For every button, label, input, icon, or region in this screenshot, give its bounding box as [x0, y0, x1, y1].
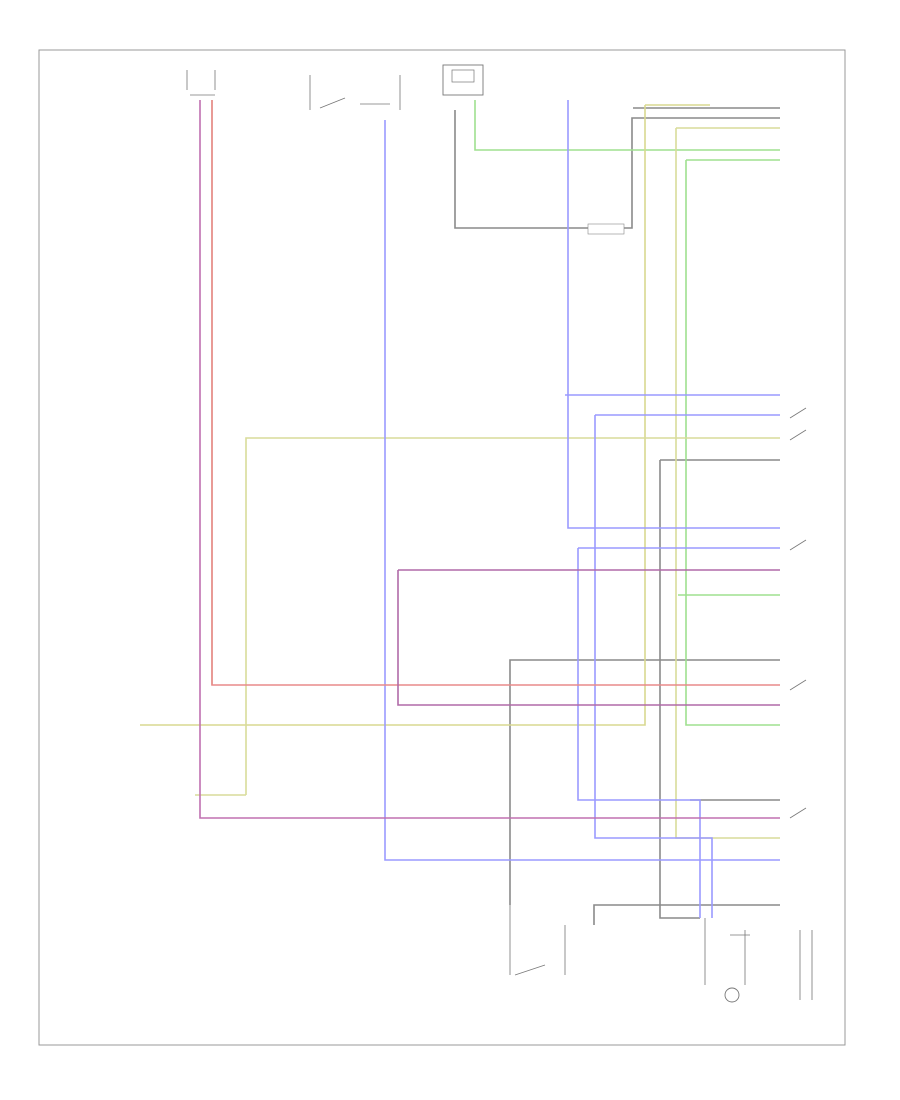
inline-fuse — [587, 223, 625, 235]
top-relay — [442, 64, 484, 96]
green-wires — [474, 100, 780, 726]
gray-wires — [454, 107, 780, 925]
blue-wires — [384, 100, 780, 918]
ignition-switch — [309, 75, 401, 110]
red-wires — [199, 100, 780, 819]
switch-symbols — [730, 407, 807, 936]
bottom-sensor-right — [799, 930, 813, 1000]
bottom-switch-left — [509, 905, 566, 976]
yellow-wires — [140, 100, 780, 839]
bottom-motor — [704, 918, 746, 1003]
diagram-border — [38, 49, 846, 1046]
hot-at-all-times-fuse — [186, 70, 216, 96]
